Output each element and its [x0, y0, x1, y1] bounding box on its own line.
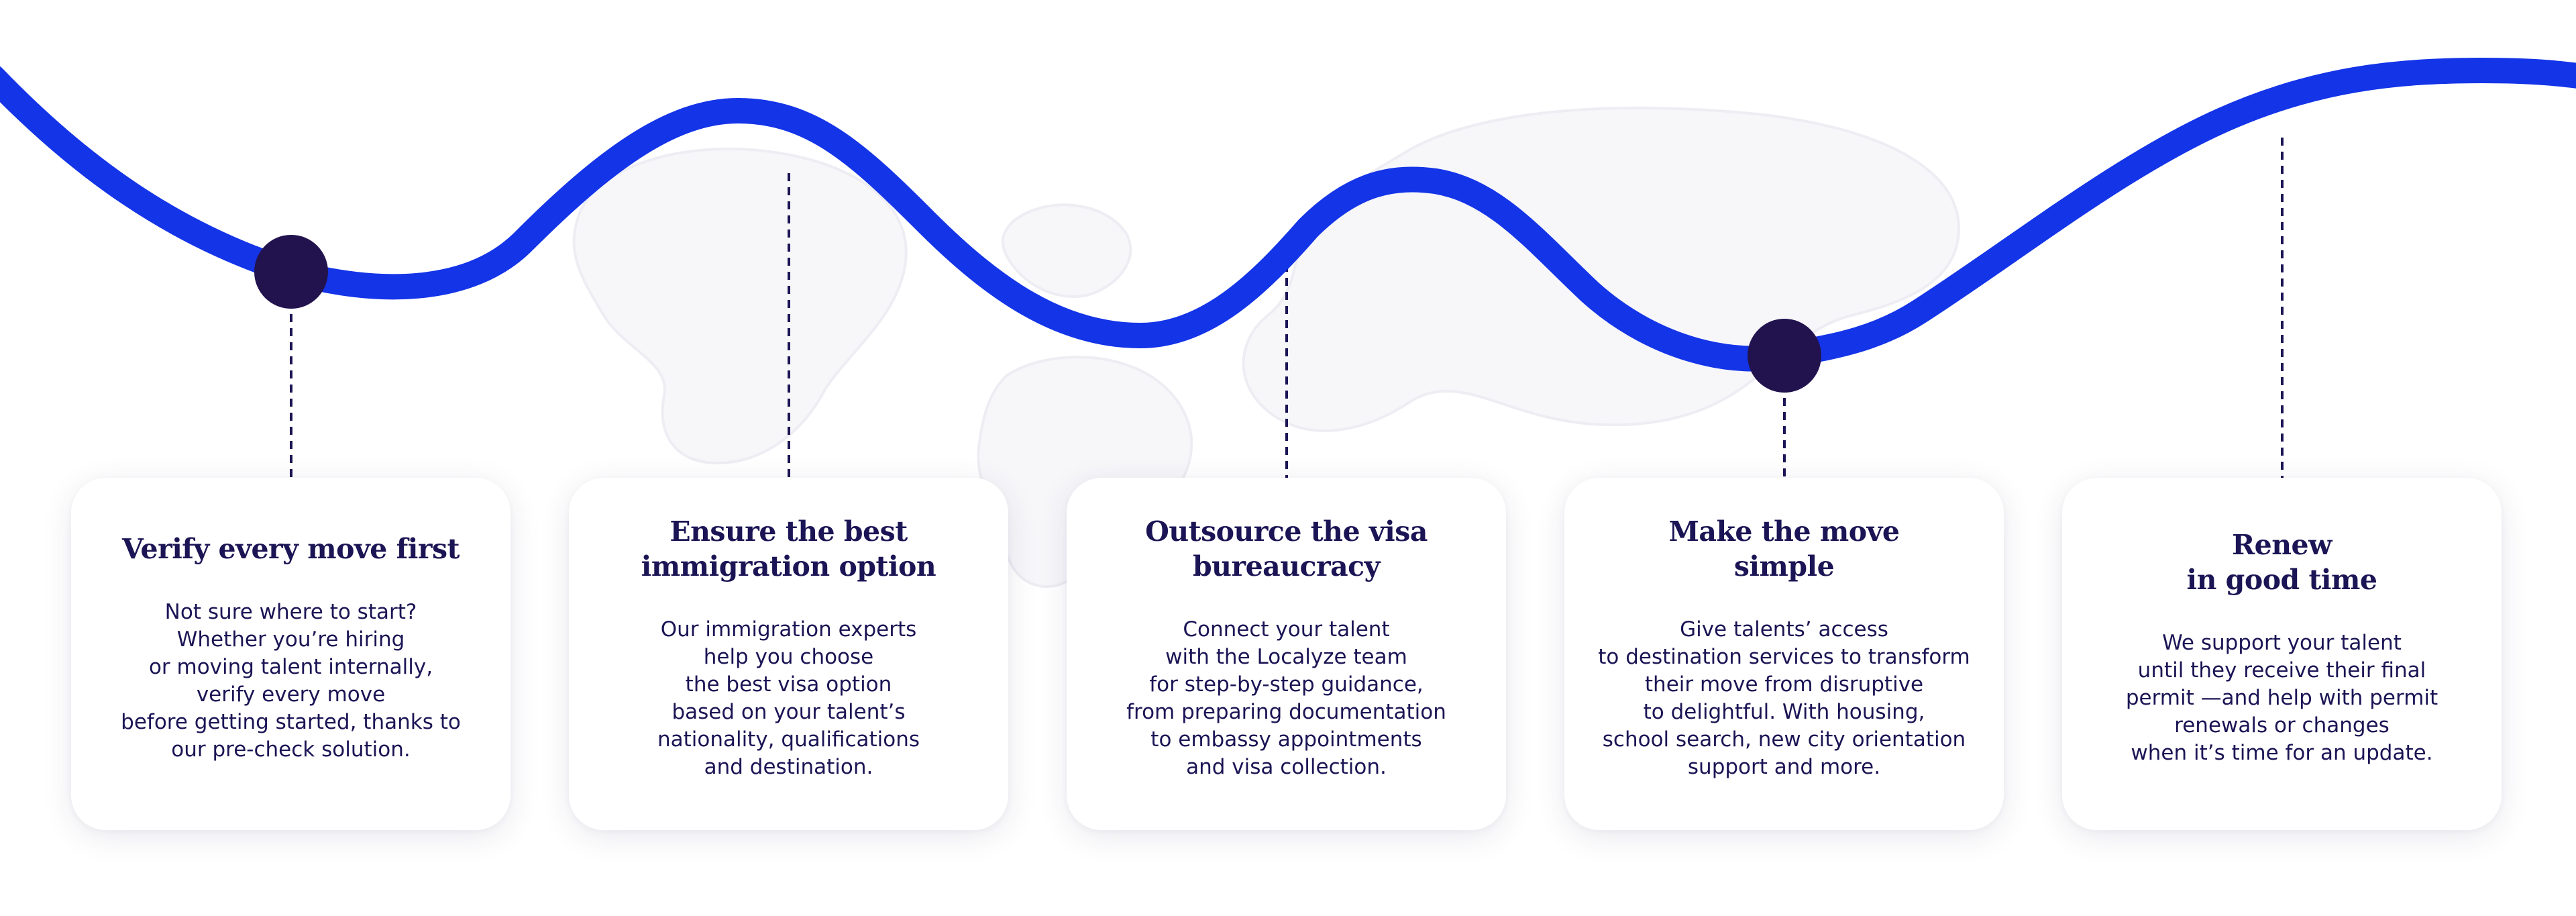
step-description: We support your talent until they receiv…: [2126, 629, 2438, 767]
step-description-line: from preparing documentation: [1126, 699, 1446, 724]
step-title-line: Verify every move first: [122, 532, 460, 565]
step-description-line: school search, new city orientation: [1602, 727, 1966, 752]
step-title-line: Renew: [2232, 529, 2332, 561]
map-landmass-south: [1001, 203, 1132, 298]
step-description-line: nationality, qualifications: [657, 727, 920, 752]
step-title-line: Ensure the best: [669, 515, 908, 548]
step-description-line: or moving talent internally,: [148, 654, 433, 679]
step-description-line: to destination services to transform: [1598, 644, 1970, 669]
step-description: Connect your talent with the Localyze te…: [1126, 616, 1446, 781]
step-card-visa: Outsource the visa bureaucracy Connect y…: [1067, 478, 1506, 830]
step-description-line: until they receive their final: [2137, 658, 2426, 682]
step-description-line: and visa collection.: [1186, 754, 1387, 779]
step-description-line: our pre-check solution.: [171, 737, 411, 762]
step-card-immigration: Ensure the best immigration option Our i…: [569, 478, 1008, 830]
step-title-line: Make the move: [1668, 515, 1900, 548]
step-title-line: in good time: [2186, 564, 2377, 596]
step-card-move: Make the move simple Give talents’ acces…: [1564, 478, 2004, 830]
milestone-dot-1: [254, 235, 328, 309]
step-description-line: with the Localyze team: [1165, 644, 1407, 669]
step-description: Give talents’ access to destination serv…: [1598, 616, 1970, 781]
step-description-line: verify every move: [196, 682, 386, 707]
step-description-line: their move from disruptive: [1644, 672, 1924, 697]
step-description-line: support and more.: [1687, 754, 1881, 779]
step-description-line: and destination.: [704, 754, 873, 779]
step-description-line: to embassy appointments: [1150, 727, 1422, 752]
step-title: Renew in good time: [2187, 527, 2377, 597]
journey-wave-line: [0, 57, 2576, 372]
step-description-line: Connect your talent: [1183, 617, 1390, 642]
step-title: Verify every move first: [122, 531, 460, 566]
step-description-line: Our immigration experts: [660, 617, 917, 642]
step-description-line: the best visa option: [685, 672, 892, 697]
step-description-line: help you choose: [703, 644, 874, 669]
step-title-line: Outsource the visa: [1145, 515, 1428, 548]
step-card-verify: Verify every move first Not sure where t…: [71, 478, 511, 830]
map-landmass-americas: [572, 147, 908, 465]
step-title-line: immigration option: [641, 550, 936, 582]
step-card-renew: Renew in good time We support your talen…: [2062, 478, 2502, 830]
step-description-line: when it’s time for an update.: [2131, 741, 2433, 765]
step-description-line: before getting started, thanks to: [121, 709, 461, 734]
step-title: Ensure the best immigration option: [641, 514, 936, 584]
step-description: Not sure where to start? Whether you’re …: [121, 599, 461, 764]
step-description-line: renewals or changes: [2174, 713, 2390, 737]
step-description-line: Whether you’re hiring: [176, 627, 405, 652]
step-title-line: simple: [1733, 550, 1835, 582]
step-description-line: to delightful. With housing,: [1643, 699, 1925, 724]
step-title-line: bureaucracy: [1193, 550, 1380, 582]
step-description-line: permit —and help with permit: [2125, 686, 2438, 710]
step-title: Make the move simple: [1669, 514, 1900, 584]
step-description-line: for step-by-step guidance,: [1149, 672, 1424, 697]
step-description-line: Give talents’ access: [1680, 617, 1888, 642]
step-description: Our immigration experts help you choose …: [657, 616, 920, 781]
step-description-line: We support your talent: [2162, 631, 2402, 655]
step-title: Outsource the visa bureaucracy: [1145, 514, 1428, 584]
milestone-dot-4: [1748, 319, 1821, 393]
map-landmass-eurasia: [1242, 106, 1961, 432]
step-description-line: based on your talent’s: [672, 699, 906, 724]
step-description-line: Not sure where to start?: [164, 599, 417, 624]
